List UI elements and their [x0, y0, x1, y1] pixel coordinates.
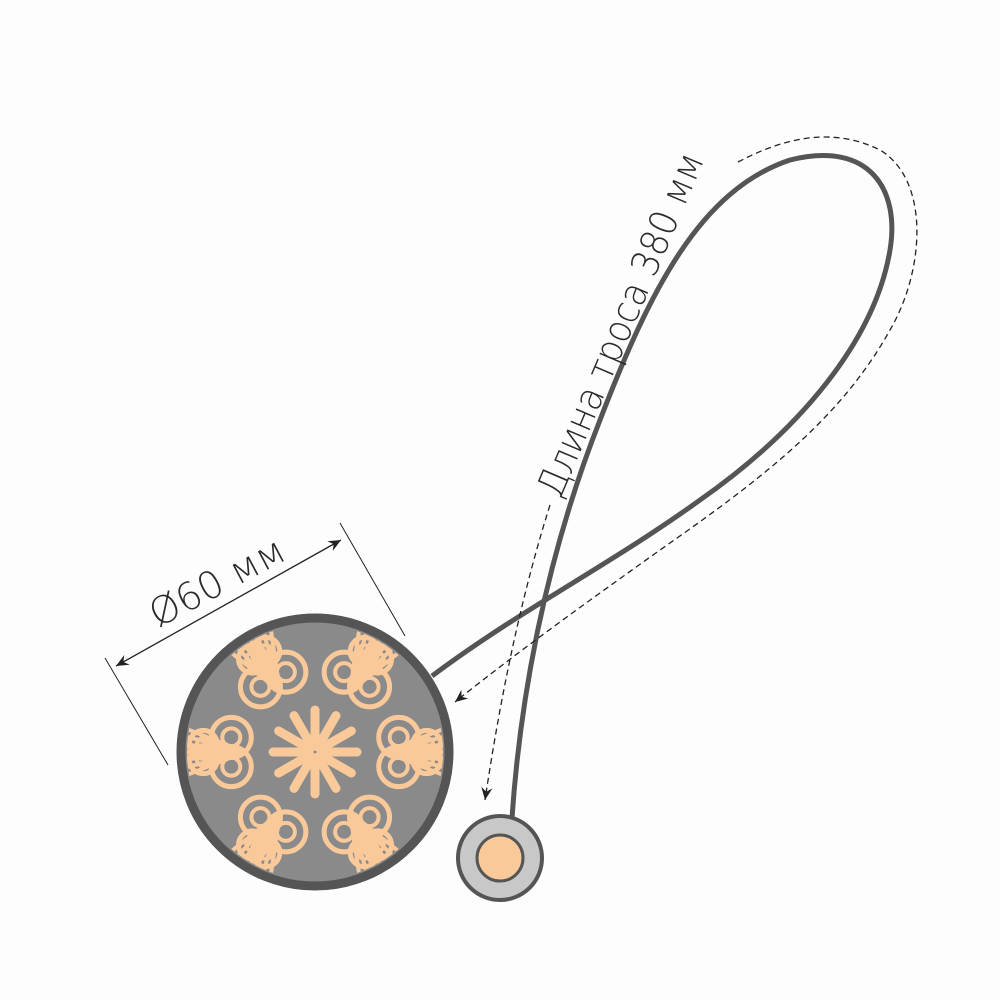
ornament-pattern: [187, 625, 443, 879]
cable-length-label: Длина троса 380 мм: [528, 146, 713, 504]
cable-rope: [430, 153, 895, 819]
end-cap: [456, 814, 544, 902]
length-dashed-guide-lower: [481, 504, 551, 801]
flower-center-icon: [268, 705, 362, 799]
diameter-dimension-line: [115, 539, 342, 667]
extension-line-right: [339, 522, 406, 637]
extension-line-left: [104, 657, 169, 766]
diameter-label: Ø60 мм: [142, 528, 293, 636]
length-dashed-guide: [454, 136, 918, 703]
decorative-disc: [176, 613, 454, 891]
